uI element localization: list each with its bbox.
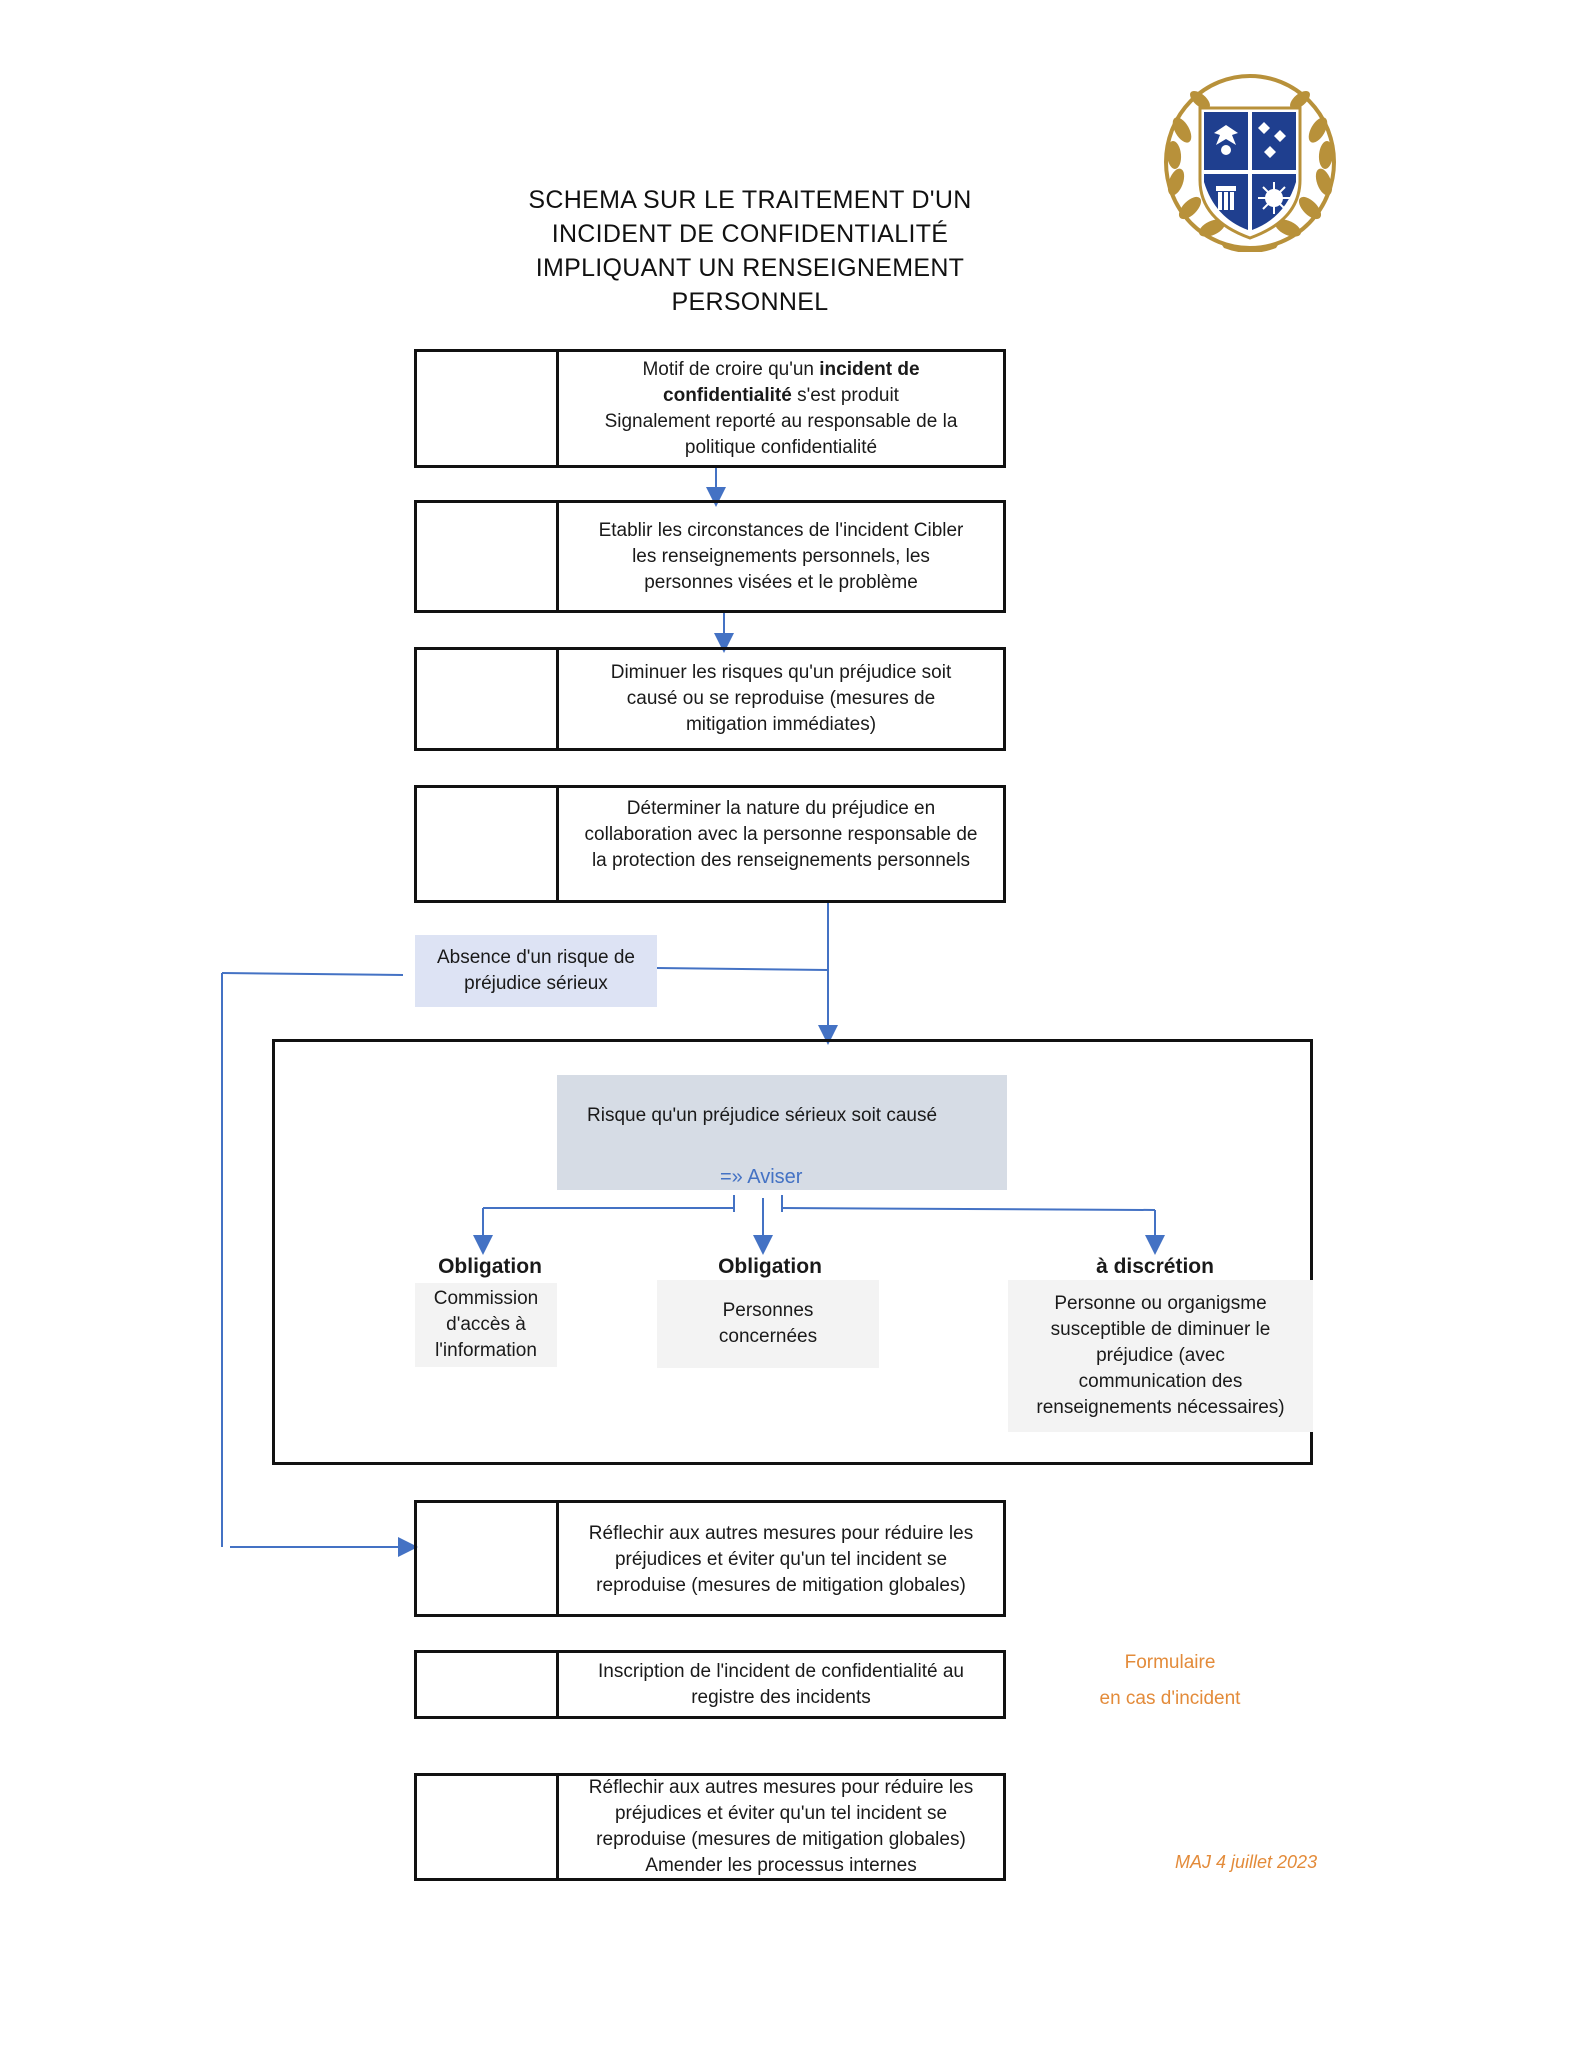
step-7-line-4: Amender les processus internes <box>645 1855 917 1876</box>
recipient-1-line-3: l'information <box>435 1340 537 1361</box>
step-number-cell <box>417 1653 559 1716</box>
step-text: Réflechir aux autres mesures pour réduir… <box>559 1503 1003 1614</box>
step-1-line-2: confidentialité s'est produit <box>663 383 899 409</box>
step-5-line-2: préjudices et éviter qu'un tel incident … <box>614 1549 948 1570</box>
step-text: Inscription de l'incident de confidentia… <box>559 1653 1003 1716</box>
step-number-cell <box>417 1776 559 1878</box>
step-6-line-1: Inscription de l'incident de confidentia… <box>598 1660 964 1682</box>
step-box-7: Réflechir aux autres mesures pour réduir… <box>414 1773 1006 1881</box>
formulaire-link[interactable]: Formulaire en cas d'incident <box>1080 1645 1260 1717</box>
step-7-line-1: Réflechir aux autres mesures pour réduir… <box>588 1777 974 1798</box>
step-1-line-4: politique confidentialité <box>684 436 878 458</box>
title-line-3: IMPLIQUANT UN RENSEIGNEMENT <box>535 254 965 282</box>
step-4-line-2: collaboration avec la personne responsab… <box>584 824 978 845</box>
recipient-2-line-1: Personnes <box>722 1300 814 1321</box>
step-2-line-2: les renseignements personnels, les <box>632 545 930 567</box>
step-box-1: Motif de croire qu'un incident de confid… <box>414 349 1006 468</box>
step-number-cell <box>417 650 559 748</box>
step-5-line-1: Réflechir aux autres mesures pour réduir… <box>588 1523 974 1544</box>
serious-risk-container <box>272 1039 1313 1465</box>
step-3-line-2: causé ou se reproduise (mesures de <box>626 688 936 709</box>
formulaire-line-1: Formulaire <box>1124 1652 1216 1673</box>
aviser-label: =» Aviser <box>720 1166 803 1188</box>
step-1-line-2-post: s'est produit <box>791 384 899 406</box>
step-text: Etablir les circonstances de l'incident … <box>559 503 1003 610</box>
absence-risk-box: Absence d'un risque de préjudice sérieux <box>415 935 657 1007</box>
recipient-3-box: Personne ou organigsme susceptible de di… <box>1008 1280 1313 1432</box>
step-box-5: Réflechir aux autres mesures pour réduir… <box>414 1500 1006 1617</box>
recipient-3-line-2: susceptible de diminuer le <box>1050 1319 1271 1340</box>
step-3-line-3: mitigation immédiates) <box>685 714 877 735</box>
step-number-cell <box>417 788 559 900</box>
title-line-1: SCHEMA SUR LE TRAITEMENT D'UN <box>528 186 972 214</box>
step-1-line-1-bold: incident de <box>819 358 920 380</box>
update-date: MAJ 4 juillet 2023 <box>1175 1852 1318 1872</box>
absence-connector-right <box>656 967 829 971</box>
step-7-line-3: reproduise (mesures de mitigation global… <box>596 1829 966 1850</box>
recipient-3-heading: à discrétion <box>1096 1255 1214 1278</box>
step-number-cell <box>417 503 559 610</box>
recipient-1-box: Commission d'accès à l'information <box>415 1283 557 1367</box>
step-4-line-3: la protection des renseignements personn… <box>591 850 971 871</box>
absence-line-2: préjudice sérieux <box>464 973 608 994</box>
title-line-4: PERSONNEL <box>671 288 829 316</box>
recipient-1-line-2: d'accès à <box>446 1314 526 1335</box>
step-1-line-1-pre: Motif de croire qu'un <box>642 358 820 380</box>
recipient-2-line-2: concernées <box>718 1326 818 1347</box>
step-box-4: Déterminer la nature du préjudice en col… <box>414 785 1006 903</box>
recipient-1-line-1: Commission <box>433 1288 539 1309</box>
step-text: Motif de croire qu'un incident de confid… <box>559 352 1003 465</box>
recipient-2-box: Personnes concernées <box>657 1280 879 1368</box>
recipient-3-line-5: renseignements nécessaires) <box>1036 1397 1285 1418</box>
step-text: Réflechir aux autres mesures pour réduir… <box>559 1776 1003 1878</box>
step-3-line-1: Diminuer les risques qu'un préjudice soi… <box>610 662 952 683</box>
recipient-1-heading: Obligation <box>438 1255 542 1278</box>
step-7-line-2: préjudices et éviter qu'un tel incident … <box>614 1803 948 1824</box>
formulaire-line-2: en cas d'incident <box>1099 1688 1241 1709</box>
step-2-line-1: Etablir les circonstances de l'incident … <box>598 519 964 541</box>
serious-risk-text: Risque qu'un préjudice sérieux soit caus… <box>587 1105 938 1126</box>
step-5-line-3: reproduise (mesures de mitigation global… <box>596 1575 966 1596</box>
institution-seal-logo <box>1164 74 1336 252</box>
step-text: Diminuer les risques qu'un préjudice soi… <box>559 650 1003 748</box>
step-number-cell <box>417 352 559 465</box>
step-4-line-1: Déterminer la nature du préjudice en <box>626 798 936 819</box>
recipient-2-heading: Obligation <box>718 1255 822 1278</box>
recipient-3-line-3: préjudice (avec <box>1096 1345 1225 1366</box>
step-box-2: Etablir les circonstances de l'incident … <box>414 500 1006 613</box>
absence-line-1: Absence d'un risque de <box>437 947 635 968</box>
step-box-6: Inscription de l'incident de confidentia… <box>414 1650 1006 1719</box>
step-6-line-2: registre des incidents <box>691 1686 871 1708</box>
aviser-branch-right <box>781 1207 1156 1211</box>
step-text: Déterminer la nature du préjudice en col… <box>559 788 1003 900</box>
step-box-3: Diminuer les risques qu'un préjudice soi… <box>414 647 1006 751</box>
step-2-line-3: personnes visées et le problème <box>644 571 918 593</box>
step-1-line-2-bold: confidentialité <box>663 384 792 406</box>
step-1-line-3: Signalement reporté au responsable de la <box>604 410 958 432</box>
step-number-cell <box>417 1503 559 1614</box>
serious-risk-box <box>557 1075 1007 1190</box>
recipient-3-line-1: Personne ou organigsme <box>1054 1293 1267 1314</box>
page-title: SCHEMA SUR LE TRAITEMENT D'UN INCIDENT D… <box>480 183 1020 319</box>
recipient-3-line-4: communication des <box>1078 1371 1243 1392</box>
title-line-2: INCIDENT DE CONFIDENTIALITÉ <box>551 220 949 248</box>
absence-connector-left <box>221 972 404 976</box>
step-1-line-1: Motif de croire qu'un incident de <box>642 357 919 383</box>
